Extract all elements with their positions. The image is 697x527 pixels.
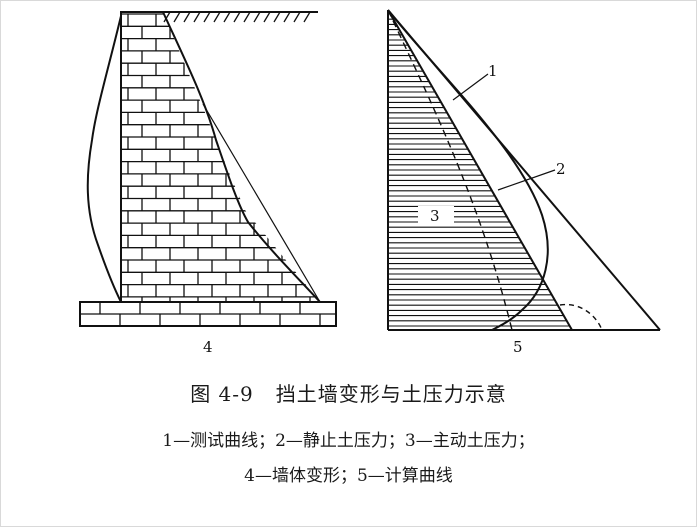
calculated-dashed-arc — [559, 303, 603, 331]
figure-title: 挡土墙变形与土压力示意 — [275, 382, 507, 406]
leader-2 — [497, 169, 556, 191]
figure-legend-line-1: 1—测试曲线；2—静止土压力；3—主动土压力； — [162, 431, 535, 451]
measured-curve — [387, 9, 549, 331]
wall-back-face — [162, 11, 321, 303]
ground-hatch-mark — [253, 11, 261, 23]
ground-hatch-mark — [223, 11, 231, 23]
label-3: 3 — [430, 207, 440, 225]
leader-1 — [452, 73, 489, 101]
ground-hatch-mark — [283, 11, 291, 23]
wall-outline — [120, 11, 163, 302]
ground-hatch-mark — [193, 11, 201, 23]
ground-hatch-mark — [263, 11, 271, 23]
active-pressure-line — [387, 9, 573, 331]
figure-number: 图 4-9 — [190, 382, 254, 406]
ground-hatch-mark — [243, 11, 251, 23]
ground-hatch — [163, 11, 311, 23]
original-wall-line — [202, 103, 321, 303]
label-5: 5 — [513, 338, 523, 356]
figure-legend-line-2: 4—墙体变形；5—计算曲线 — [244, 466, 453, 486]
ground-hatch-mark — [233, 11, 241, 23]
calculated-dashed-curve — [387, 9, 513, 331]
figure-caption-title: 图 4-9 挡土墙变形与土压力示意 — [0, 378, 697, 407]
ground-hatch-mark — [183, 11, 191, 23]
ground-hatch-mark — [303, 11, 311, 23]
label-2: 2 — [556, 160, 566, 178]
ground-hatch-mark — [293, 11, 301, 23]
label-1: 1 — [488, 62, 498, 80]
ground-hatch-mark — [173, 11, 181, 23]
wall-brick-fill — [121, 13, 320, 302]
ground-hatch-mark — [273, 11, 281, 23]
label-3-box — [418, 206, 454, 224]
ground-hatch-mark — [213, 11, 221, 23]
foundation-slab — [79, 301, 337, 327]
ground-hatch-mark — [163, 11, 171, 23]
label-4: 4 — [203, 338, 213, 356]
retaining-wall-diagram: 4 3 1 2 5 — [79, 9, 661, 356]
ground-hatch-mark — [203, 11, 211, 23]
wall-deformation-curve — [86, 15, 122, 303]
active-pressure-hatch — [388, 13, 572, 327]
